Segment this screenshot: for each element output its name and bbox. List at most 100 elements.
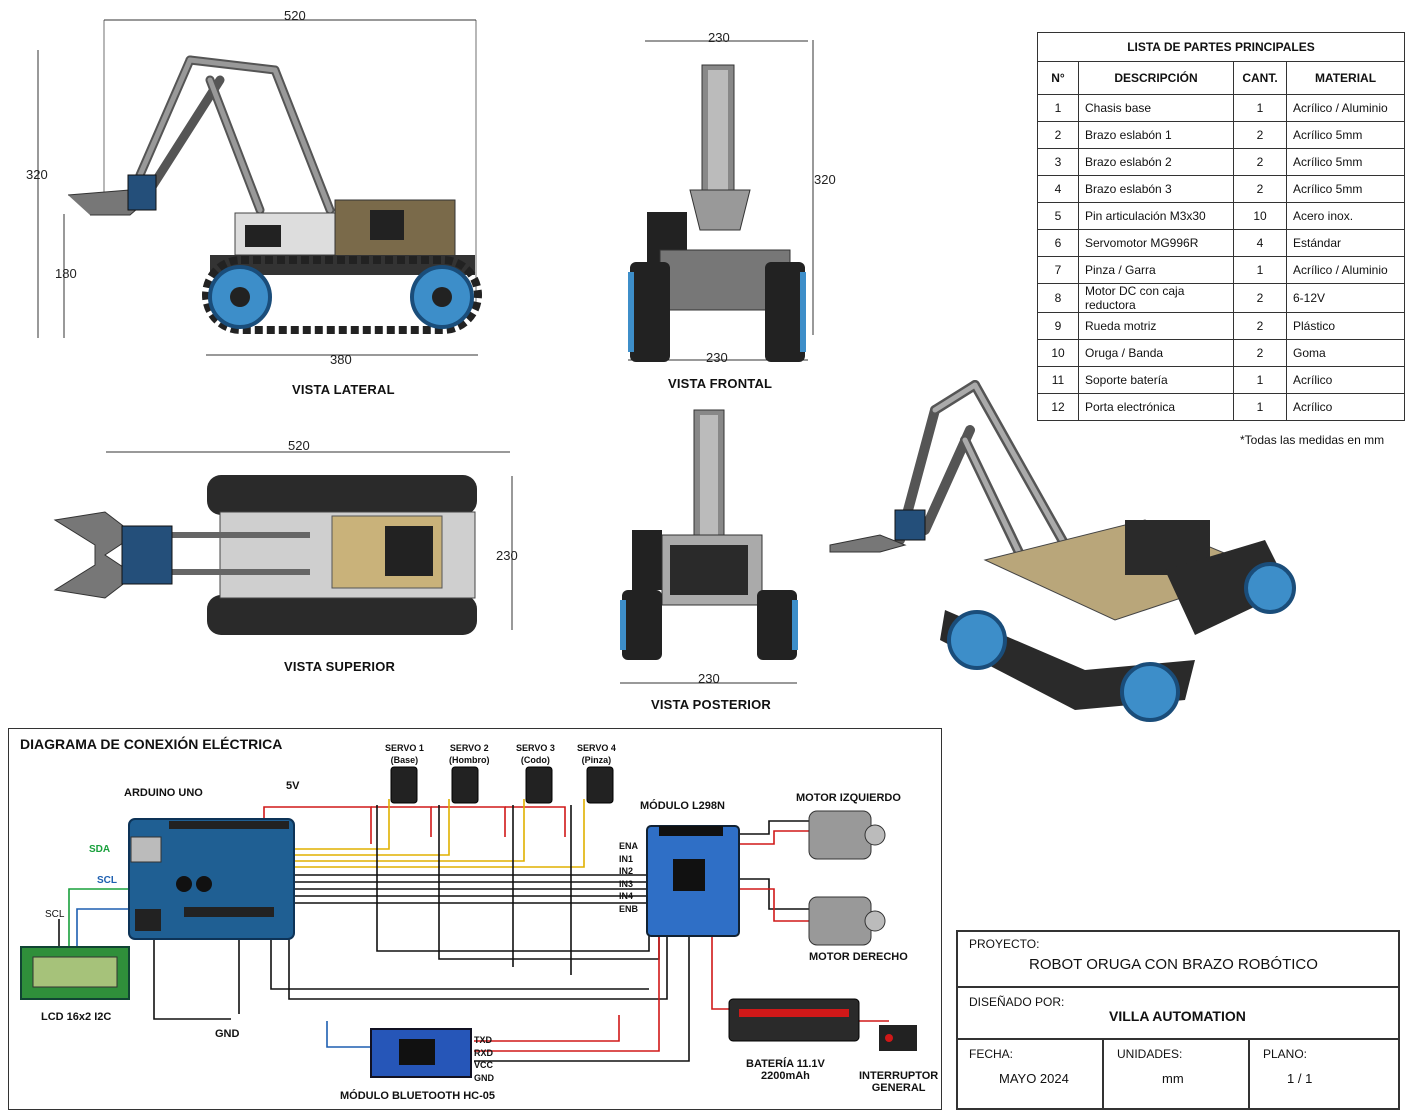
switch-line-2: GENERAL xyxy=(871,1082,926,1094)
part-material: Acrílico 5mm xyxy=(1286,175,1405,203)
l298n-label: MÓDULO L298N xyxy=(640,800,725,812)
part-description: Pin articulación M3x30 xyxy=(1078,202,1234,230)
arduino-label: ARDUINO UNO xyxy=(124,787,203,799)
part-description: Soporte batería xyxy=(1078,366,1234,394)
pin-enb: ENB xyxy=(619,903,639,914)
servo-2-label: SERVO 2 (Hombro) xyxy=(449,742,490,766)
part-quantity: 2 xyxy=(1233,148,1287,176)
part-number: 5 xyxy=(1037,202,1079,230)
part-material: Acero inox. xyxy=(1286,202,1405,230)
part-number: 7 xyxy=(1037,256,1079,284)
servo-3-label: SERVO 3 (Codo) xyxy=(516,742,555,766)
motor-left-label: MOTOR IZQUIERDO xyxy=(796,792,901,804)
parts-table: LISTA DE PARTES PRINCIPALES N° DESCRIPCI… xyxy=(1037,32,1405,421)
title-block: PROYECTO: ROBOT ORUGA CON BRAZO ROBÓTICO… xyxy=(956,930,1400,1110)
part-quantity: 1 xyxy=(1233,366,1287,394)
servo-2-sub: (Hombro) xyxy=(449,755,490,765)
date-value: MAYO 2024 xyxy=(999,1071,1069,1086)
part-description: Motor DC con caja reductora xyxy=(1078,283,1234,313)
part-number: 10 xyxy=(1037,339,1079,367)
part-number: 11 xyxy=(1037,366,1079,394)
part-quantity: 10 xyxy=(1233,202,1287,230)
rear-dim-bottom: 230 xyxy=(698,671,720,686)
part-number: 4 xyxy=(1037,175,1079,203)
servo-4-label: SERVO 4 (Pinza) xyxy=(577,742,616,766)
part-material: Acrílico xyxy=(1286,366,1405,394)
side-dim-width: 520 xyxy=(284,8,306,23)
part-description: Servomotor MG996R xyxy=(1078,229,1234,257)
servo-3-name: SERVO 3 xyxy=(516,743,555,753)
sheet-cell xyxy=(1249,1039,1399,1109)
pin-ena: ENA xyxy=(619,841,639,851)
top-dim-length: 520 xyxy=(288,438,310,453)
rear-view-caption: VISTA POSTERIOR xyxy=(651,697,772,712)
col-header-number: N° xyxy=(1037,61,1079,95)
part-number: 3 xyxy=(1037,148,1079,176)
part-material: Plástico xyxy=(1286,312,1405,340)
top-view-caption: VISTA SUPERIOR xyxy=(284,659,396,674)
designer-label: DISEÑADO POR: xyxy=(969,995,1065,1009)
part-material: Acrílico / Aluminio xyxy=(1286,256,1405,284)
date-cell xyxy=(957,1039,1103,1109)
front-dim-height: 320 xyxy=(814,172,836,187)
part-number: 6 xyxy=(1037,229,1079,257)
part-description: Brazo eslabón 3 xyxy=(1078,175,1234,203)
side-dim-lower: 180 xyxy=(55,266,77,281)
part-quantity: 2 xyxy=(1233,339,1287,367)
isometric-view-drawing xyxy=(829,380,1296,722)
units-value: mm xyxy=(1162,1071,1184,1086)
switch-line-1: INTERRUPTOR xyxy=(859,1070,939,1082)
switch-label: INTERRUPTOR GENERAL xyxy=(859,1070,938,1094)
part-material: Acrílico / Aluminio xyxy=(1286,94,1405,122)
bt-pin-gnd: GND xyxy=(474,1072,494,1083)
part-description: Brazo eslabón 1 xyxy=(1078,121,1234,149)
servo-2-name: SERVO 2 xyxy=(449,743,489,753)
part-number: 1 xyxy=(1037,94,1079,122)
part-quantity: 2 xyxy=(1233,121,1287,149)
motor-right-label: MOTOR DERECHO xyxy=(809,951,908,963)
battery-capacity: 2200mAh xyxy=(760,1070,810,1082)
units-label: UNIDADES: xyxy=(1117,1047,1183,1061)
part-quantity: 2 xyxy=(1233,312,1287,340)
front-dim-bottom: 230 xyxy=(706,350,728,365)
wiring-title: DIAGRAMA DE CONEXIÓN ELÉCTRICA xyxy=(20,736,283,752)
part-number: 8 xyxy=(1037,283,1079,313)
part-material: 6-12V xyxy=(1286,283,1405,313)
5v-label: 5V xyxy=(286,780,300,792)
project-cell xyxy=(957,931,1399,987)
sheet-value: 1 / 1 xyxy=(1287,1071,1313,1086)
bt-pin-rxd: RXD xyxy=(474,1047,494,1058)
part-quantity: 2 xyxy=(1233,283,1287,313)
col-header-description: DESCRIPCIÓN xyxy=(1078,61,1234,95)
parts-table-title: LISTA DE PARTES PRINCIPALES xyxy=(1037,32,1405,62)
servo-1-name: SERVO 1 xyxy=(385,743,424,753)
units-note: *Todas las medidas en mm xyxy=(1240,433,1385,447)
part-quantity: 1 xyxy=(1233,393,1287,421)
part-description: Brazo eslabón 2 xyxy=(1078,148,1234,176)
bt-pin-vcc: VCC xyxy=(474,1060,494,1070)
top-view-drawing xyxy=(53,451,513,635)
scl2-label: SCL xyxy=(45,909,65,920)
date-label: FECHA: xyxy=(969,1047,1014,1061)
part-quantity: 2 xyxy=(1233,175,1287,203)
side-dim-base: 380 xyxy=(330,352,352,367)
front-view-caption: VISTA FRONTAL xyxy=(668,376,773,391)
project-label: PROYECTO: xyxy=(969,937,1040,951)
designer-name: VILLA AUTOMATION xyxy=(1109,1008,1246,1024)
part-material: Acrílico 5mm xyxy=(1286,148,1405,176)
sheet-label: PLANO: xyxy=(1263,1047,1308,1061)
pin-in1: IN1 xyxy=(619,853,634,864)
servo-1-label: SERVO 1 (Base) xyxy=(385,742,424,766)
rear-view-drawing xyxy=(620,409,798,684)
wiring-schematic xyxy=(20,766,917,1078)
part-description: Chasis base xyxy=(1078,94,1234,122)
